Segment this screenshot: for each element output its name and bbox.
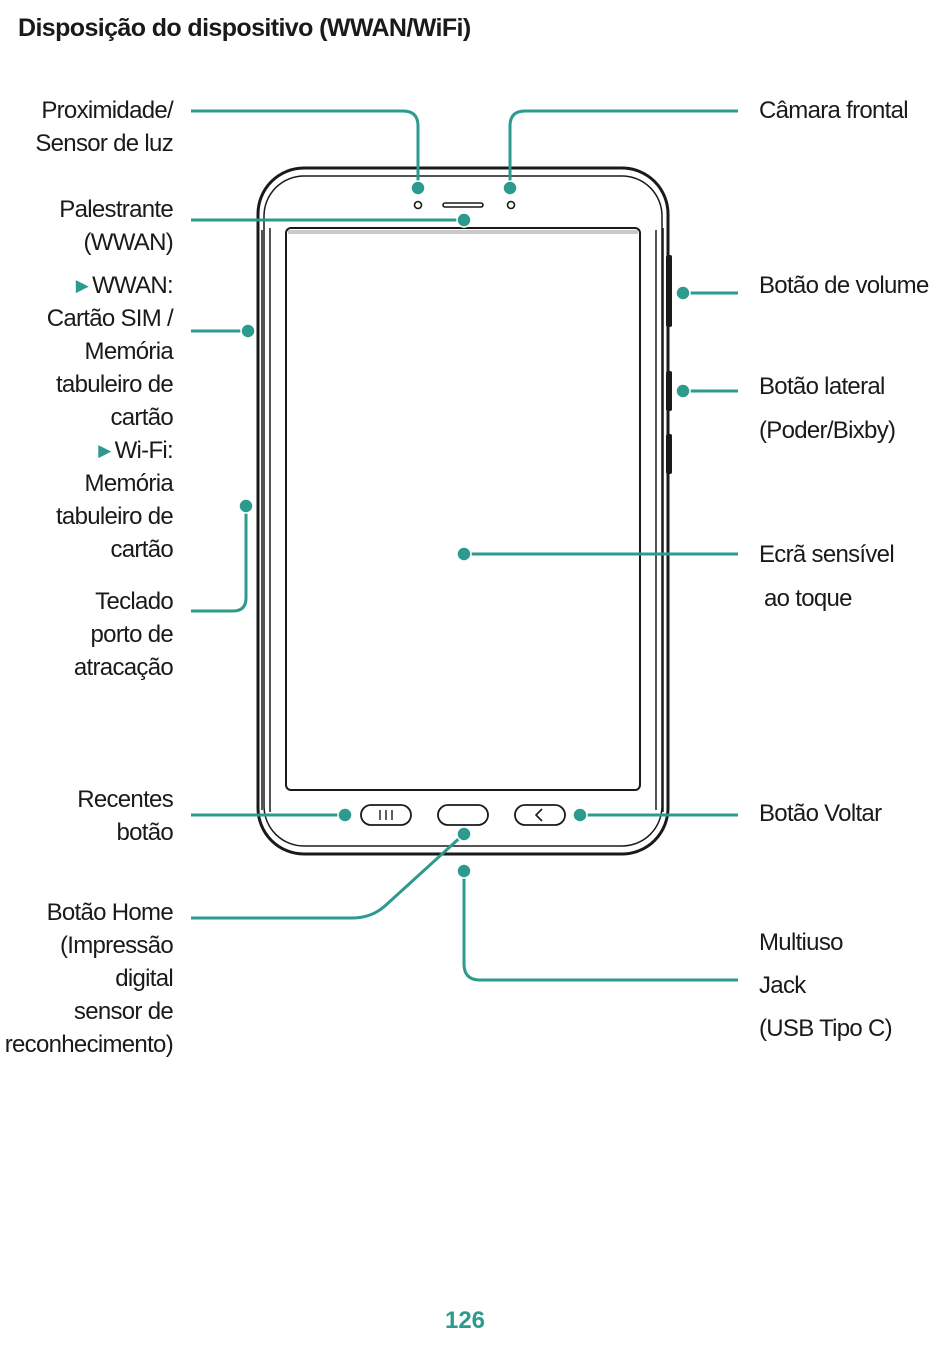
page-number: 126 xyxy=(444,1307,486,1334)
label-home-button: Botão Home (Impressão digital sensor de … xyxy=(4,899,174,1058)
triangle-bullet-icon: ▶ xyxy=(98,441,111,460)
callout-usb xyxy=(462,871,738,982)
tablet-outline xyxy=(256,166,670,856)
home-button-icon xyxy=(437,804,489,826)
recents-button-icon xyxy=(360,804,412,826)
callout-lines xyxy=(191,109,738,982)
tablet-outer-frame xyxy=(256,166,670,856)
page-title: Disposição do dispositivo (WWAN/WiFi) xyxy=(18,14,471,42)
callout-front-camera xyxy=(508,109,738,188)
side-key-lower xyxy=(666,434,672,474)
touch-screen-display xyxy=(285,227,641,791)
tablet-inner-frame xyxy=(263,175,663,847)
callout-dots xyxy=(238,180,691,879)
callout-proximity xyxy=(191,109,420,188)
label-front-camera: Câmara frontal xyxy=(759,97,909,124)
speaker-grille-icon xyxy=(442,202,484,208)
label-touchscreen: Ecrã sensível ao toque xyxy=(759,541,895,612)
callout-home xyxy=(191,832,466,920)
side-key xyxy=(666,371,672,411)
volume-key xyxy=(666,255,672,327)
label-multipurpose-jack: Multiuso Jack (USB Tipo C) xyxy=(759,929,893,1042)
proximity-sensor-icon xyxy=(413,200,423,210)
side-keys xyxy=(666,255,672,474)
label-side-button: Botão lateral (Poder/Bixby) xyxy=(759,373,896,444)
label-volume-button: Botão de volume xyxy=(759,272,929,299)
label-back-button: Botão Voltar xyxy=(759,800,882,827)
label-speaker: Palestrante (WWAN) xyxy=(59,196,173,256)
label-proximity-sensor: Proximidade/ Sensor de luz xyxy=(35,97,173,157)
back-button-icon xyxy=(514,804,566,826)
label-recents-button: Recentes botão xyxy=(77,786,173,846)
triangle-bullet-icon: ▶ xyxy=(75,276,89,295)
label-card-tray: ▶WWAN: Cartão SIM / Memória tabuleiro de… xyxy=(46,272,174,563)
front-camera-icon xyxy=(506,200,516,210)
callout-keyboard-dock xyxy=(191,506,248,613)
label-keyboard-dock: Teclado porto de atracação xyxy=(73,588,174,681)
